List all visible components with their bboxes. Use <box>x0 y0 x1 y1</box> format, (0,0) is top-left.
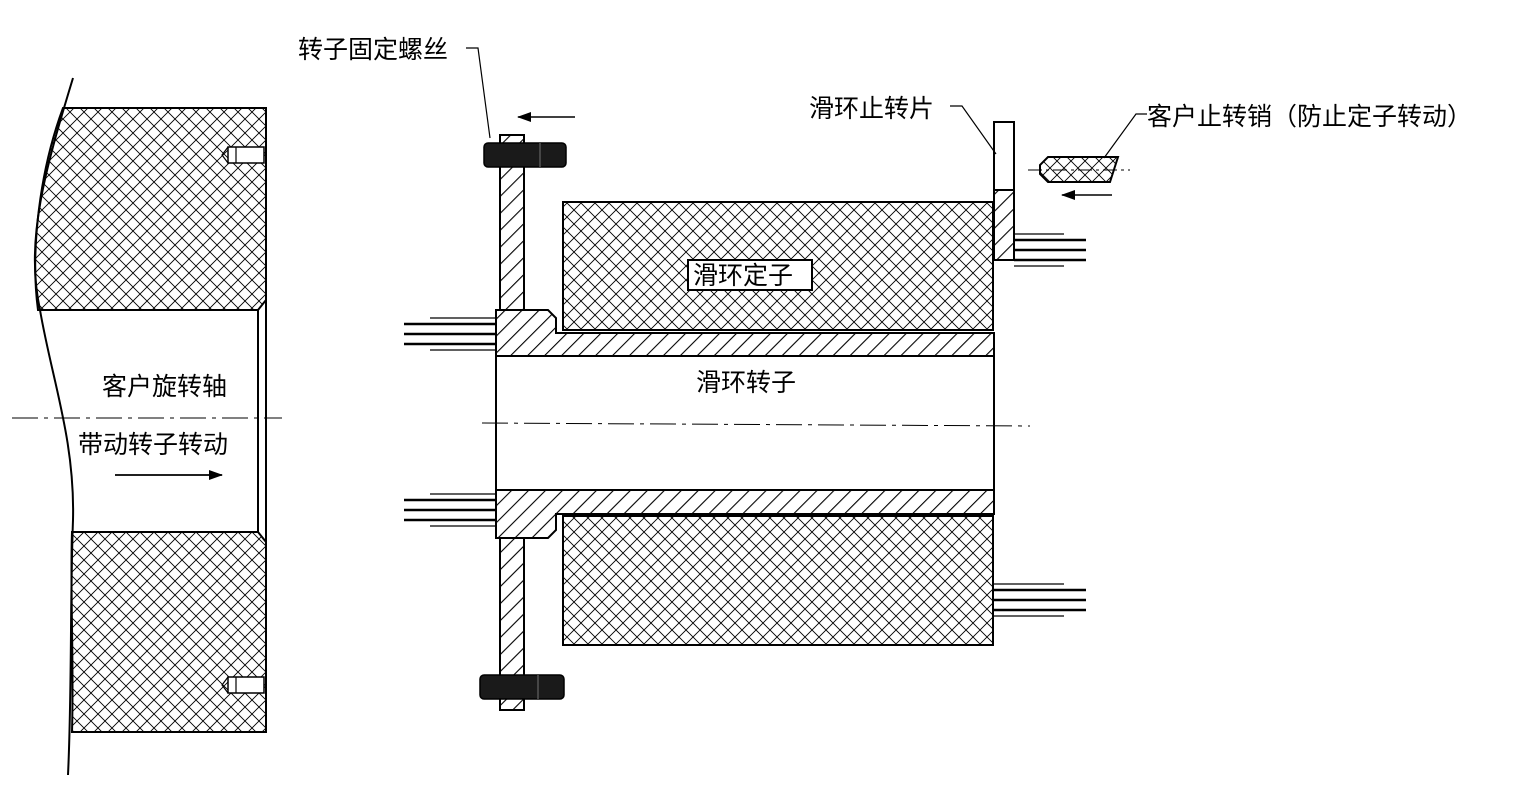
leader-rotor-screw <box>466 47 491 139</box>
label-anti-rotation-tab: 滑环止转片 <box>809 94 934 123</box>
label-rotor-screw: 转子固定螺丝 <box>298 35 448 64</box>
shaft-lower-section <box>70 531 267 733</box>
stator-wires-top <box>1014 233 1086 267</box>
stator-upper-block <box>562 201 994 331</box>
rotor-screw-top <box>483 142 567 168</box>
shaft-bore <box>257 300 267 542</box>
label-stator: 滑环定子 <box>693 261 793 290</box>
leader-customer-pin <box>1103 113 1147 159</box>
centerline-main <box>481 422 1031 427</box>
leader-anti-rotation-tab <box>950 105 997 155</box>
rotor-screw-bottom <box>479 674 565 700</box>
stator-wires-bottom <box>994 583 1086 617</box>
label-shaft-line1: 客户旋转轴 <box>102 372 227 401</box>
shaft-set-screw-top <box>221 146 265 164</box>
label-shaft-line2: 带动转子转动 <box>78 430 228 459</box>
rotor-wires-bottom <box>404 493 496 527</box>
rotor-wires-top <box>404 317 496 351</box>
customer-shaft <box>33 77 267 776</box>
shaft-upper-section <box>34 107 267 311</box>
shaft-set-screw-bottom <box>221 676 265 694</box>
anti-rotation-tab <box>993 121 1015 261</box>
stator-label-box <box>687 259 813 291</box>
label-customer-pin: 客户止转销（防止定子转动） <box>1147 102 1472 131</box>
stator-lower-block <box>562 515 994 646</box>
customer-pin <box>1028 156 1130 183</box>
label-rotor: 滑环转子 <box>696 368 796 397</box>
